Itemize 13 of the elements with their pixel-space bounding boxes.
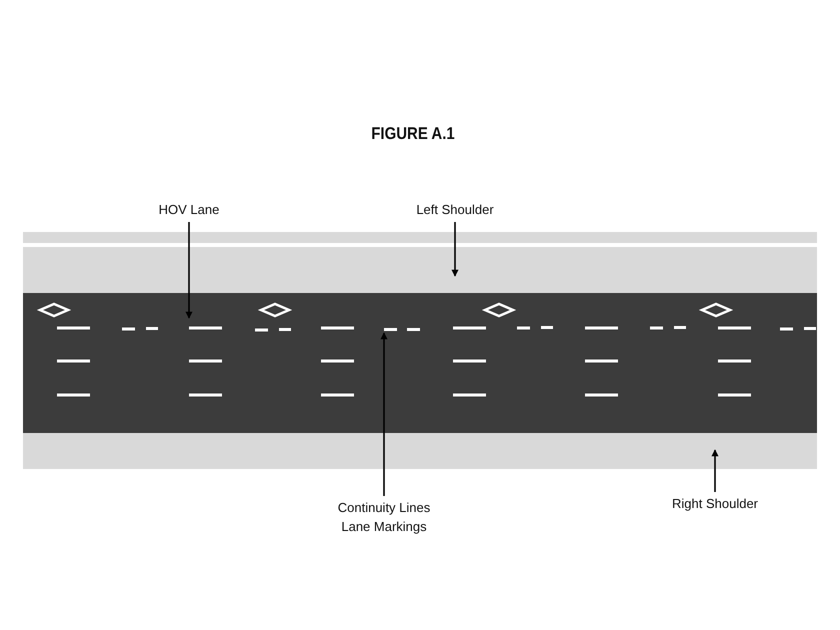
leader-arrow	[712, 449, 718, 492]
leader-arrow	[380, 332, 388, 496]
leader-arrow	[186, 222, 192, 319]
right-shoulder	[23, 433, 817, 469]
callout-label: Left Shoulder	[385, 200, 525, 219]
callout-label: Right Shoulder	[645, 494, 785, 513]
callout-label: HOV Lane	[119, 200, 259, 219]
continuity-line	[384, 327, 420, 332]
hov-lane	[23, 293, 817, 345]
callout-label: Continuity Lines Lane Markings	[334, 498, 434, 536]
left-shoulder	[23, 247, 817, 293]
leader-arrow	[452, 222, 458, 277]
figure-title: FIGURE A.1	[371, 124, 455, 143]
